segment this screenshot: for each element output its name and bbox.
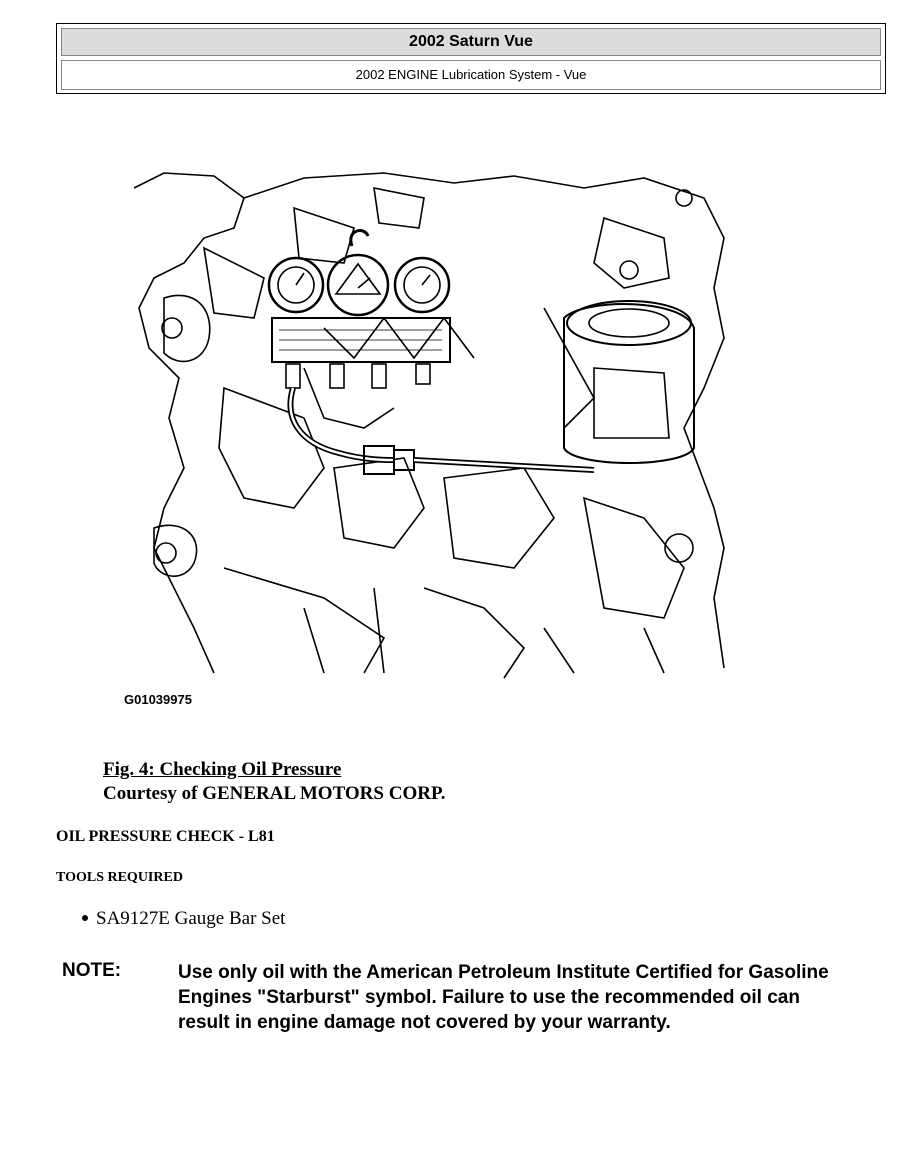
figure-caption-title: Fig. 4: Checking Oil Pressure bbox=[103, 759, 342, 780]
section-heading: OIL PRESSURE CHECK - L81 bbox=[56, 828, 275, 845]
tool-item: SA9127E Gauge Bar Set bbox=[96, 908, 286, 929]
document-title: 2002 Saturn Vue bbox=[61, 28, 881, 56]
document-subtitle: 2002 ENGINE Lubrication System - Vue bbox=[61, 60, 881, 90]
subsection-heading: TOOLS REQUIRED bbox=[56, 870, 183, 885]
note-text: Use only oil with the American Petroleum… bbox=[178, 962, 829, 1033]
engine-illustration bbox=[133, 172, 725, 679]
figure-id: G01039975 bbox=[124, 692, 192, 707]
list-item: SA9127E Gauge Bar Set bbox=[82, 908, 285, 930]
bullet-icon bbox=[82, 914, 88, 921]
figure-caption: Fig. 4: Checking Oil Pressure Courtesy o… bbox=[103, 758, 446, 806]
document-header: 2002 Saturn Vue 2002 ENGINE Lubrication … bbox=[56, 23, 886, 94]
figure-caption-credit: Courtesy of GENERAL MOTORS CORP. bbox=[103, 783, 446, 804]
note-label: NOTE: bbox=[62, 960, 122, 981]
